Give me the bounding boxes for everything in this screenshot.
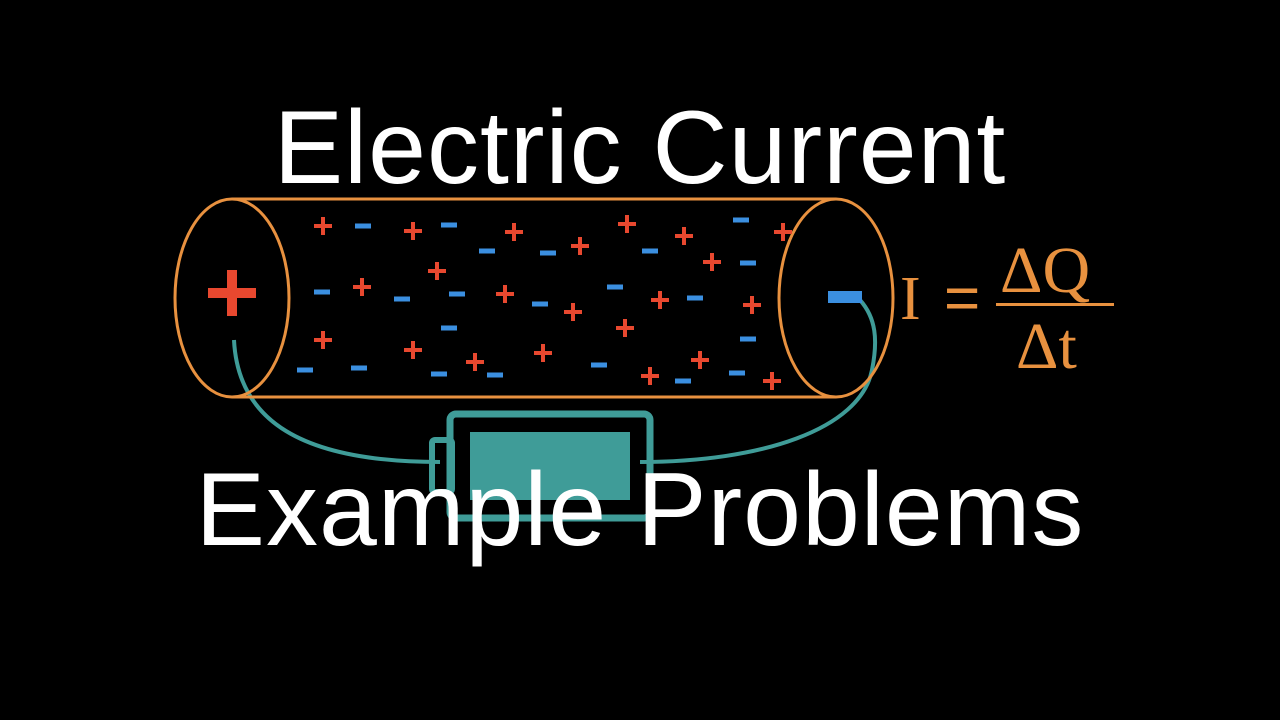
negative-charge [733,217,749,223]
positive-charge [466,353,484,371]
positive-charge [616,319,634,337]
positive-charge [675,227,693,245]
positive-charge [404,222,422,240]
negative-charge [297,367,313,373]
positive-charge [618,215,636,233]
positive-charge [353,278,371,296]
title-line-1: Electric Current [273,90,1007,206]
positive-charge [774,223,792,241]
positive-charge [571,237,589,255]
positive-charge [641,367,659,385]
positive-charge [404,341,422,359]
positive-charge [505,223,523,241]
negative-charge [441,222,457,228]
negative-charge [441,325,457,331]
negative-charge [687,295,703,301]
negative-charge [642,248,658,254]
negative-charge [449,291,465,297]
negative-charge [314,289,330,295]
negative-charge [351,365,367,371]
negative-charge [740,260,756,266]
negative-charge [540,250,556,256]
negative-charge [591,362,607,368]
positive-charge [496,285,514,303]
charge-particles [297,215,792,390]
negative-charge [607,284,623,290]
battery-icon [429,410,654,522]
positive-charge [564,303,582,321]
negative-charge [487,372,503,378]
wire-left [232,339,441,464]
positive-charge [763,372,781,390]
formula-denominator: Δt [1016,310,1077,383]
formula-current-symbol: I [900,265,921,333]
wire-right [639,298,878,464]
negative-charge [675,378,691,384]
negative-charge [394,296,410,302]
negative-charge [729,370,745,376]
negative-charge [532,301,548,307]
negative-charge [431,371,447,377]
formula-equals-sign: = [944,264,981,333]
positive-charge [691,351,709,369]
positive-charge [428,262,446,280]
negative-charge [355,223,371,229]
positive-charge [314,217,332,235]
negative-charge [479,248,495,254]
negative-terminal-icon [828,291,862,303]
negative-charge [740,336,756,342]
positive-charge [743,296,761,314]
positive-charge [314,331,332,349]
positive-charge [534,344,552,362]
formula-numerator: ΔQ [1000,234,1091,307]
formula-fraction-bar [996,303,1114,306]
title-line-2: Example Problems [195,452,1085,568]
positive-terminal-icon [208,270,256,316]
cylinder-conductor [173,197,895,399]
positive-charge [703,253,721,271]
positive-charge [651,291,669,309]
